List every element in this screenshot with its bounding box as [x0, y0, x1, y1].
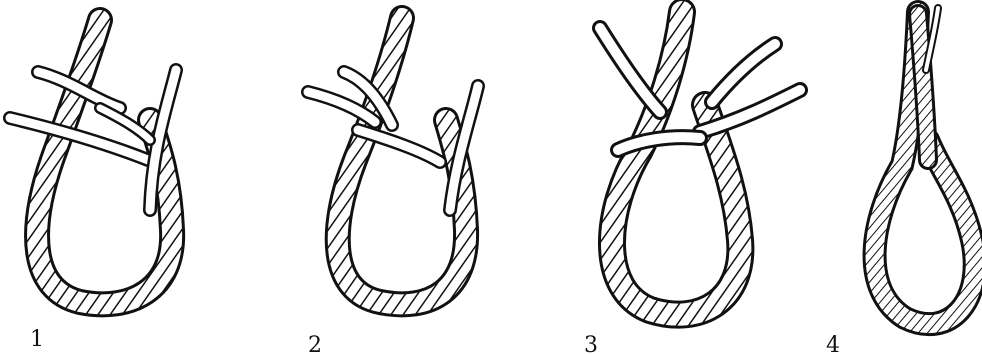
step-number-4: 4: [826, 333, 840, 354]
step-4-drawing: [875, 8, 975, 324]
step-number-3: 3: [584, 333, 598, 354]
step-number-1: 1: [30, 327, 44, 352]
step-2-drawing: [308, 18, 478, 304]
step-1-drawing: [10, 20, 176, 304]
step-number-2: 2: [308, 333, 322, 354]
step-3-drawing: [600, 12, 800, 315]
